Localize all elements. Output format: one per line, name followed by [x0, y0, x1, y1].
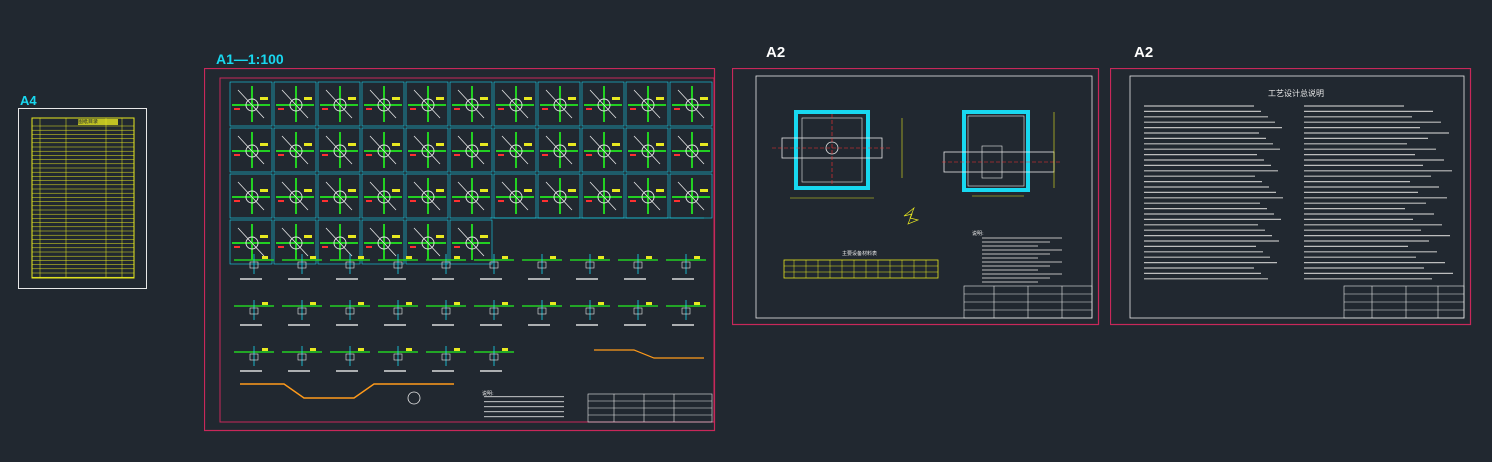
sheet-label-a4: A4 — [20, 93, 37, 108]
general-notes-title: 工艺设计总说明 — [1268, 89, 1324, 98]
sheet-a2-notes[interactable]: A2 工艺设计总说明 — [1110, 44, 1472, 326]
a2-notes-title: 说明: — [972, 231, 984, 237]
sheet-label-a2-notes: A2 — [1134, 44, 1154, 61]
sheet-a4-index[interactable]: A4 图纸目录 — [18, 93, 148, 290]
a1-drawing — [204, 68, 716, 432]
a2-notes-drawing — [1110, 68, 1472, 326]
sheet-label-a2-detail: A2 — [766, 44, 786, 61]
sheet-a2-detail[interactable]: A2 — [732, 44, 1100, 326]
sheet-label-a1: A1—1:100 — [216, 51, 284, 67]
a1-notes-title: 说明: — [482, 391, 494, 397]
a2-detail-drawing — [732, 68, 1100, 326]
sheet-a1-plan[interactable]: A1—1:100 说明: — [204, 51, 716, 432]
a2-table-title: 主要设备材料表 — [842, 251, 878, 257]
drawing-index-table — [18, 108, 147, 289]
index-title: 图纸目录 — [78, 119, 99, 125]
